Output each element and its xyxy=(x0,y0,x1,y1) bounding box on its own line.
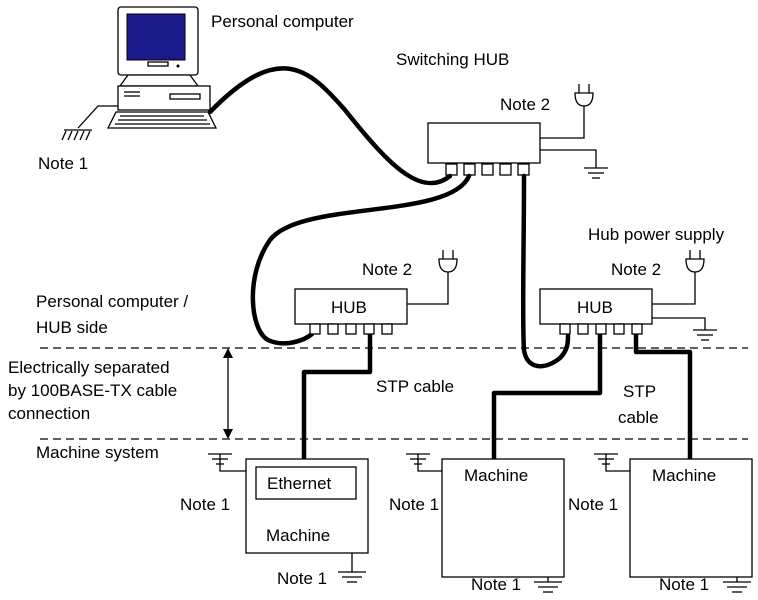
left-hub-note2-label: Note 2 xyxy=(362,260,412,279)
left-hub xyxy=(294,288,408,335)
left-hub-label: HUB xyxy=(331,298,367,317)
switch-to-left-hub-cable xyxy=(250,173,472,346)
machine-3-side-note1-label: Note 1 xyxy=(568,495,618,514)
switching-hub-label: Switching HUB xyxy=(396,50,509,69)
machine-3-label: Machine xyxy=(652,466,716,485)
machine-1-label: Machine xyxy=(266,526,330,545)
separation-arrow-icon xyxy=(223,348,233,439)
pc-note1-label: Note 1 xyxy=(38,154,88,173)
pc-to-switch-cable xyxy=(207,66,453,186)
machine-3-bottom-note1-label: Note 1 xyxy=(659,575,709,594)
machine-3-side-ground-icon xyxy=(594,453,630,472)
right-hub xyxy=(539,288,653,335)
cable-label: cable xyxy=(618,408,659,427)
machine-1-bottom-note1-label: Note 1 xyxy=(277,569,327,588)
pc-hub-side-label-line2: HUB side xyxy=(36,318,108,337)
switch-to-right-hub-cable xyxy=(520,173,571,369)
switch-ground-icon xyxy=(540,149,608,179)
right-hub-ground-icon xyxy=(652,317,717,341)
switching-hub xyxy=(427,122,541,176)
machine-2-label: Machine xyxy=(464,466,528,485)
right-hub-note2-label: Note 2 xyxy=(611,260,661,279)
machine-2-side-ground-icon xyxy=(406,453,442,472)
right-hub-label: HUB xyxy=(577,298,613,317)
pc-hub-side-label-line1: Personal computer / xyxy=(36,292,188,311)
right-hub-to-machine3-cable xyxy=(633,331,693,462)
machine-1-bottom-ground-icon xyxy=(338,553,366,583)
pc-ground-icon xyxy=(61,105,118,141)
machine-3-bottom-ground-icon xyxy=(723,577,751,593)
switch-plug-icon xyxy=(540,84,594,139)
left-hub-stp-cable xyxy=(301,331,373,462)
hub-power-supply-label: Hub power supply xyxy=(588,225,725,244)
machine-1-side-note1-label: Note 1 xyxy=(180,495,230,514)
machine-system-label: Machine system xyxy=(36,443,159,462)
machine-1-side-ground-icon xyxy=(208,453,246,472)
machine-3 xyxy=(629,458,753,578)
stp-label: STP xyxy=(623,382,656,401)
separated-label-line3: connection xyxy=(8,404,90,423)
machine-1 xyxy=(245,458,369,554)
personal-computer-label: Personal computer xyxy=(211,12,354,31)
computer-icon xyxy=(106,6,218,129)
machine-2-bottom-ground-icon xyxy=(534,577,562,593)
machine-2-side-note1-label: Note 1 xyxy=(389,495,439,514)
machine-2 xyxy=(441,458,565,578)
stp-cable-label: STP cable xyxy=(376,377,454,396)
separated-label-line2: by 100BASE-TX cable xyxy=(8,381,177,400)
switch-note2-label: Note 2 xyxy=(500,95,550,114)
separated-label-line1: Electrically separated xyxy=(8,358,170,377)
machine-2-bottom-note1-label: Note 1 xyxy=(471,575,521,594)
right-hub-plug-icon xyxy=(652,250,705,305)
left-hub-plug-icon xyxy=(407,250,458,305)
ethernet-label: Ethernet xyxy=(267,474,332,493)
right-hub-to-machine2-cable xyxy=(491,331,603,462)
